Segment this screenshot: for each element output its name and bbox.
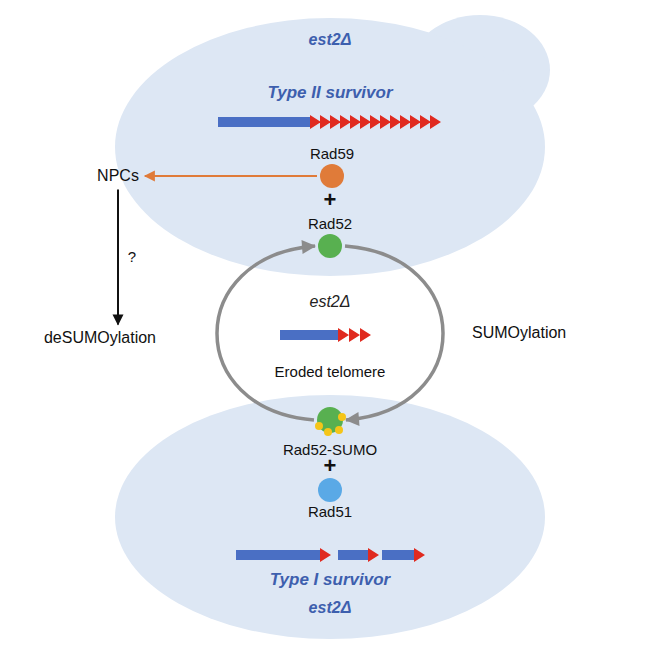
chromosome-bar [382,550,414,560]
annotation-text: est2Δ [310,292,351,311]
protein-label: Rad52-SUMO [283,441,377,459]
text-slot: SUMOylation [472,323,566,342]
protein-dot [318,234,342,258]
edge-label: ? [127,248,137,266]
text-slot: Eroded telomere [275,363,386,381]
chromosome-bar [236,550,320,560]
protein-circle: Rad51 [308,477,352,521]
chromosome-bar [218,117,310,127]
sumo-dot [335,426,343,434]
cell-outline: Type I survivor est2Δ Rad52-SUMO Rad51 [115,395,545,639]
protein-symbol [317,233,343,259]
protein-dot [320,164,344,188]
telomere-repeats [310,115,441,129]
protein-circle: Rad52-SUMO [283,399,377,459]
protein-symbol [317,477,343,503]
protein-label: Rad59 [310,145,354,163]
telomere-repeats [320,548,425,562]
chromosome-bar [338,550,368,560]
telomere-repeats [338,328,371,342]
chromosome-bar [280,330,338,340]
protein-label: Rad52 [308,215,352,233]
plus-sign: + [324,187,337,213]
text-slot: Type II survivor [267,83,392,103]
protein-symbol [309,399,351,441]
sumo-dot [338,413,346,421]
protein-circle: Rad59 [310,145,354,189]
protein-symbol [319,163,345,189]
text-slot: est2Δ [309,30,352,49]
sumo-dot [315,422,323,430]
text-slot: Type I survivor [270,570,390,590]
connector-line [145,175,317,177]
annotation-text: Eroded telomere [275,363,386,381]
text-slot: + [324,187,337,213]
edge-label: SUMOylation [472,323,566,342]
strain-label: est2Δ [309,30,352,49]
text-slot: est2Δ [310,292,351,311]
text-node: NPCs [94,164,142,187]
sumo-dot [324,428,332,436]
survivor-label: Type I survivor [270,570,390,590]
survivor-label: Type II survivor [267,83,392,103]
connector-line [117,190,119,325]
text-slot: ? [127,248,137,266]
protein-label: Rad51 [308,503,352,521]
protein-circle: Rad52 [308,215,352,259]
process-label: NPCs [94,164,142,187]
cell-outline: est2Δ Type II survivorRad59Rad52 [115,18,545,276]
strain-label: est2Δ [309,598,352,617]
text-slot: est2Δ [309,598,352,617]
process-label: deSUMOylation [41,326,159,349]
protein-dot [318,478,342,502]
connector [113,190,124,326]
text-node: deSUMOylation [41,326,159,349]
